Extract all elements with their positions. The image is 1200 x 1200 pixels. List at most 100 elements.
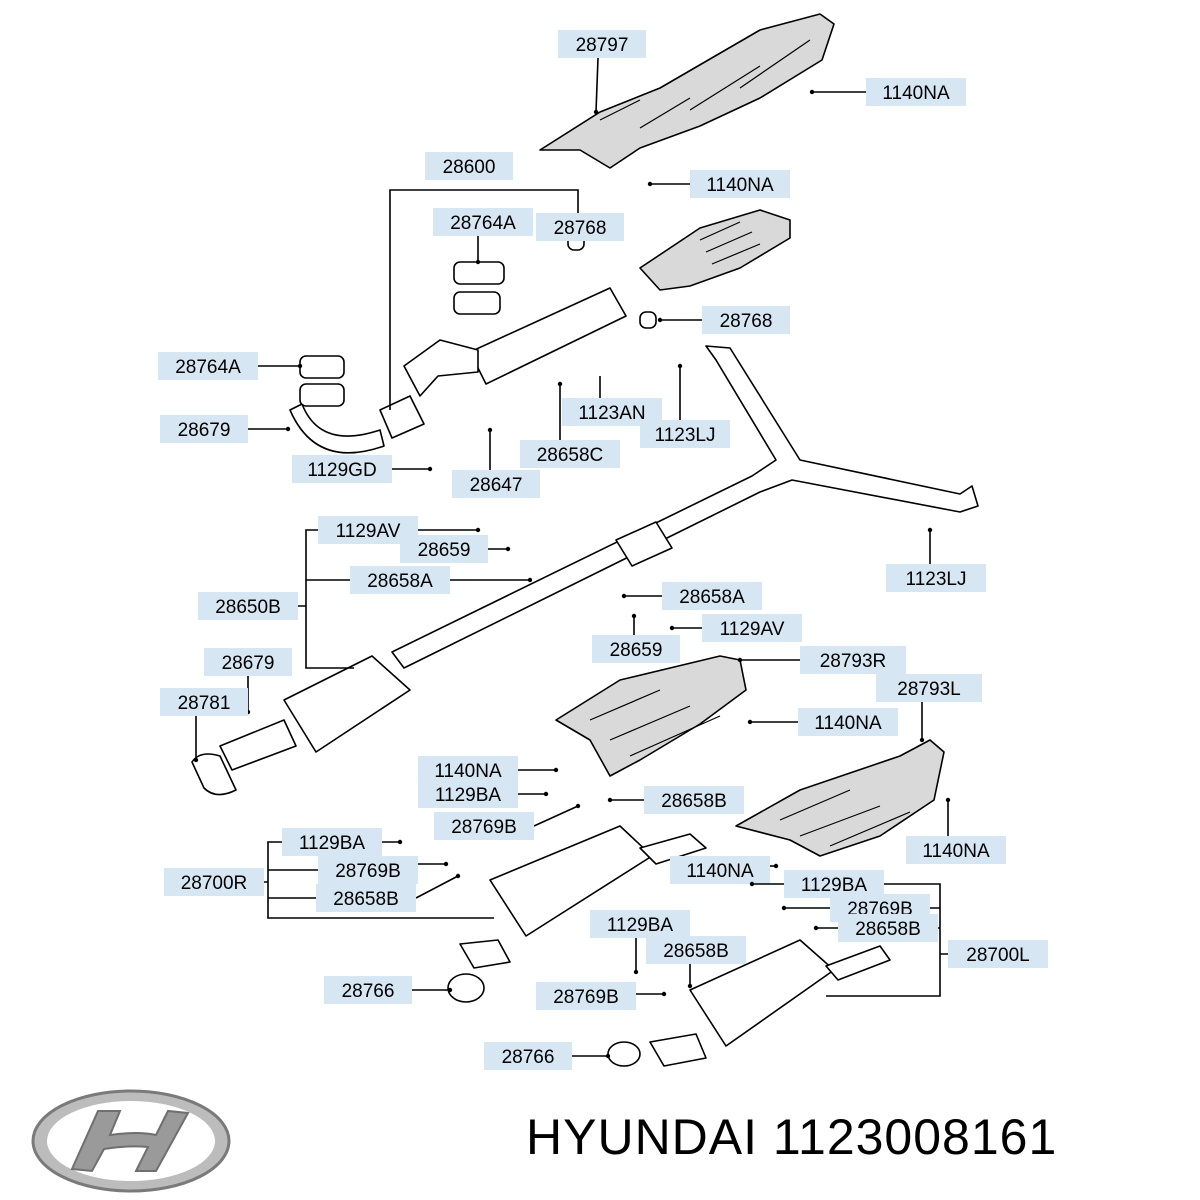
leader-end — [575, 803, 581, 809]
part-number-label: 28658B — [663, 941, 729, 962]
callout-28764A-a: 28764A — [433, 208, 533, 265]
callout-1140NA-c: 1140NA — [747, 708, 898, 736]
part-number-label: 28769B — [451, 817, 517, 838]
callout-28658B-c: 28658B — [813, 914, 938, 942]
part-number-label: 28781 — [178, 693, 231, 714]
label-box — [784, 870, 884, 898]
part-number-label: 28679 — [178, 420, 231, 441]
leader-end — [285, 426, 291, 432]
callout-28764A-b: 28764A — [158, 352, 303, 380]
callout-1129BA-b: 1129BA — [282, 828, 403, 856]
part-number-label: 28768 — [720, 311, 773, 332]
part-number-label: 28700L — [966, 945, 1029, 966]
heat-shield-upper — [539, 13, 835, 169]
label-box — [640, 420, 730, 448]
part-number-label: 1129BA — [801, 875, 868, 896]
callout-28659-a: 28659 — [400, 535, 511, 563]
callout-1129BA-c: 1129BA — [749, 870, 884, 898]
label-box — [160, 688, 248, 716]
leader-end — [505, 546, 511, 552]
part-number-label: 1123LJ — [655, 425, 716, 446]
label-box — [318, 856, 418, 884]
label-box — [316, 884, 416, 912]
callout-28769B-b: 28769B — [318, 856, 449, 884]
label-box — [484, 1042, 572, 1070]
part-number-caption: HYUNDAI 1123008161 — [526, 1109, 1058, 1165]
leader-end — [669, 625, 675, 631]
part-number-label: 1129GD — [307, 460, 376, 481]
leader-end — [487, 427, 493, 433]
part-number-label: 1140NA — [706, 175, 774, 196]
leader-end — [927, 527, 933, 533]
callout-1123LJ-a: 1123LJ — [640, 363, 730, 448]
callout-28766-b: 28766 — [484, 1042, 611, 1070]
leader-end — [443, 861, 449, 867]
callout-28793R: 28793R — [737, 646, 906, 674]
label-box — [520, 440, 620, 468]
callout-28658A-b: 28658A — [621, 582, 762, 610]
leader-end — [455, 873, 461, 879]
label-box — [204, 648, 292, 676]
callout-28768-b: 28768 — [657, 306, 790, 334]
leader-end — [593, 109, 599, 115]
part-number-label: 28659 — [610, 640, 663, 661]
label-box — [198, 592, 298, 620]
leader-end — [605, 1053, 611, 1059]
part-number-label: 28793L — [897, 679, 960, 700]
part-number-label: 28766 — [502, 1047, 555, 1068]
label-box — [592, 635, 680, 663]
leader-end — [749, 881, 755, 887]
part-number-label: 28658A — [679, 587, 745, 608]
part-number-label: 28600 — [443, 157, 496, 178]
callout-1140NA-d: 1140NA — [418, 756, 559, 784]
part-number-label: 28658C — [537, 445, 604, 466]
part-number-label: 28658A — [367, 571, 433, 592]
part-number-label: 28797 — [576, 35, 629, 56]
leader-end — [397, 839, 403, 845]
label-box — [798, 708, 898, 736]
label-box — [948, 940, 1048, 968]
front-pipe-catalytic-converter — [289, 209, 791, 454]
muffler-right — [459, 825, 707, 969]
label-box — [160, 415, 248, 443]
label-box — [292, 455, 392, 483]
heat-shield-lower-left — [735, 739, 945, 857]
callout-28700R: 28700R — [164, 868, 264, 896]
label-box — [536, 982, 636, 1010]
callout-1140NA-f: 1140NA — [670, 856, 779, 884]
part-number-label: 28768 — [554, 218, 607, 239]
callout-28650B: 28650B — [198, 592, 298, 620]
part-number-label: 28764A — [175, 357, 241, 378]
labels-layer: 28797 1140NA 28600 1140NA 28764A 28768 28768 28… — [158, 30, 1048, 1070]
label-box — [434, 812, 534, 840]
part-number-label: 28658B — [333, 889, 399, 910]
callout-28797-top: 28797 — [558, 30, 646, 115]
callout-28700L: 28700L — [948, 940, 1048, 968]
callout-28659-b: 28659 — [592, 613, 680, 663]
part-number-label: 28647 — [470, 475, 523, 496]
label-box — [350, 566, 450, 594]
leader-end — [809, 89, 815, 95]
part-number-label: 1140NA — [922, 841, 990, 862]
part-number-label: 1129BA — [299, 833, 366, 854]
callout-28658B-a: 28658B — [607, 786, 744, 814]
part-number-label: 28679 — [222, 653, 275, 674]
callout-28658A-a: 28658A — [350, 566, 533, 594]
leader-end — [677, 363, 683, 369]
label-box — [906, 836, 1006, 864]
callout-28781: 28781 — [160, 688, 248, 763]
callout-1129GD: 1129GD — [292, 455, 433, 483]
leader-end — [543, 791, 549, 797]
leader-line — [533, 805, 579, 827]
callout-1140NA-a: 1140NA — [809, 78, 966, 106]
callout-1123LJ-b: 1123LJ — [886, 527, 986, 592]
label-box — [418, 780, 518, 808]
label-box — [324, 976, 412, 1004]
leader-end — [557, 381, 563, 387]
leader-end — [737, 657, 743, 663]
leader-end — [633, 969, 639, 975]
callout-28658B-d: 28658B — [646, 936, 746, 989]
heat-shield-lower-right — [555, 655, 747, 777]
